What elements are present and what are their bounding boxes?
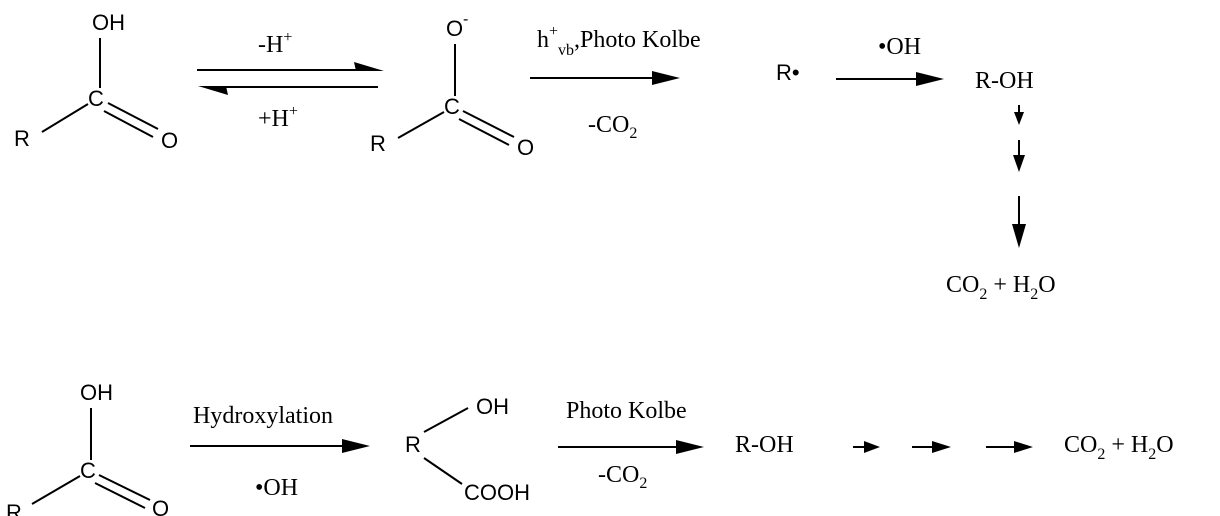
c-o-double-bond-b bbox=[103, 110, 154, 138]
hydroxyl-radical-label: •OH bbox=[255, 475, 298, 501]
r-cooh-bond bbox=[423, 457, 463, 485]
pathway-2: OH C R O Hydroxylation •OH R OH COOH Pho… bbox=[6, 380, 1174, 516]
equilibrium-arrows: -H+ +H+ bbox=[197, 29, 384, 132]
photo-kolbe-arrow-1: h+vb,Photo Kolbe -CO2 bbox=[530, 23, 701, 142]
hydroxyl-label: OH bbox=[80, 380, 113, 405]
r-group-label: R bbox=[6, 500, 22, 516]
hydroxylated-acid-structure: R OH COOH bbox=[405, 394, 530, 505]
carboxylic-acid-structure-1: OH C R O bbox=[14, 10, 178, 153]
reverse-half-arrowhead bbox=[198, 86, 228, 95]
mineralization-arrows-right bbox=[853, 441, 1033, 453]
carbonyl-oxygen-label: O bbox=[161, 128, 178, 153]
carboxylic-acid-structure-2: OH C R O bbox=[6, 380, 169, 516]
mineralization-arrows-down bbox=[1012, 105, 1026, 248]
c-r-bond bbox=[31, 475, 81, 505]
c-r-bond bbox=[41, 103, 89, 133]
final-products-2: CO2 + H2O bbox=[1064, 432, 1174, 463]
hydroxyl-radical-arrow: •OH bbox=[836, 34, 944, 86]
alcohol-intermediate: R-OH bbox=[735, 432, 794, 458]
anion-oxygen-label: O bbox=[446, 16, 463, 41]
hydroxyl-label: OH bbox=[92, 10, 125, 35]
r-group-label: R bbox=[370, 131, 386, 156]
photo-kolbe-label: h+vb,Photo Kolbe bbox=[537, 23, 701, 59]
negative-charge: - bbox=[463, 11, 468, 28]
pathway-1: OH C R O -H+ +H+ O - C R bbox=[14, 10, 1056, 303]
c-o-double-bond-a bbox=[98, 474, 151, 501]
c-o-double-bond-a bbox=[107, 102, 159, 130]
alkyl-radical: R• bbox=[776, 60, 800, 85]
photo-kolbe-arrow-2: Photo Kolbe -CO2 bbox=[558, 398, 704, 492]
hydroxylation-label: Hydroxylation bbox=[193, 403, 333, 429]
r-oh-bond bbox=[423, 407, 469, 433]
c-r-bond bbox=[397, 111, 445, 139]
r-group-label: R bbox=[14, 126, 30, 151]
carbonyl-oxygen-label: O bbox=[517, 135, 534, 160]
co2-loss-label: -CO2 bbox=[588, 112, 637, 142]
final-products-1: CO2 + H2O bbox=[946, 272, 1056, 303]
c-o-double-bond-b bbox=[458, 118, 510, 146]
carboxylate-structure: O - C R O bbox=[370, 11, 534, 160]
carbon-label: C bbox=[88, 86, 104, 111]
protonation-label: +H+ bbox=[258, 103, 298, 132]
hydroxyl-label: OH bbox=[476, 394, 509, 419]
carbonyl-oxygen-label: O bbox=[152, 496, 169, 516]
forward-half-arrowhead bbox=[354, 62, 384, 71]
photo-kolbe-label: Photo Kolbe bbox=[566, 398, 687, 424]
carbon-label: C bbox=[80, 458, 96, 483]
r-group-label: R bbox=[405, 432, 421, 457]
hydroxyl-radical-label: •OH bbox=[878, 34, 921, 60]
co2-loss-label: -CO2 bbox=[598, 462, 647, 492]
c-o-double-bond-a bbox=[462, 110, 515, 138]
hydroxylation-arrow: Hydroxylation •OH bbox=[190, 403, 370, 501]
carbon-label: C bbox=[444, 94, 460, 119]
c-o-double-bond-b bbox=[94, 482, 146, 509]
deprotonation-label: -H+ bbox=[258, 29, 292, 58]
carboxyl-label: COOH bbox=[464, 480, 530, 505]
alcohol-intermediate: R-OH bbox=[975, 68, 1034, 94]
